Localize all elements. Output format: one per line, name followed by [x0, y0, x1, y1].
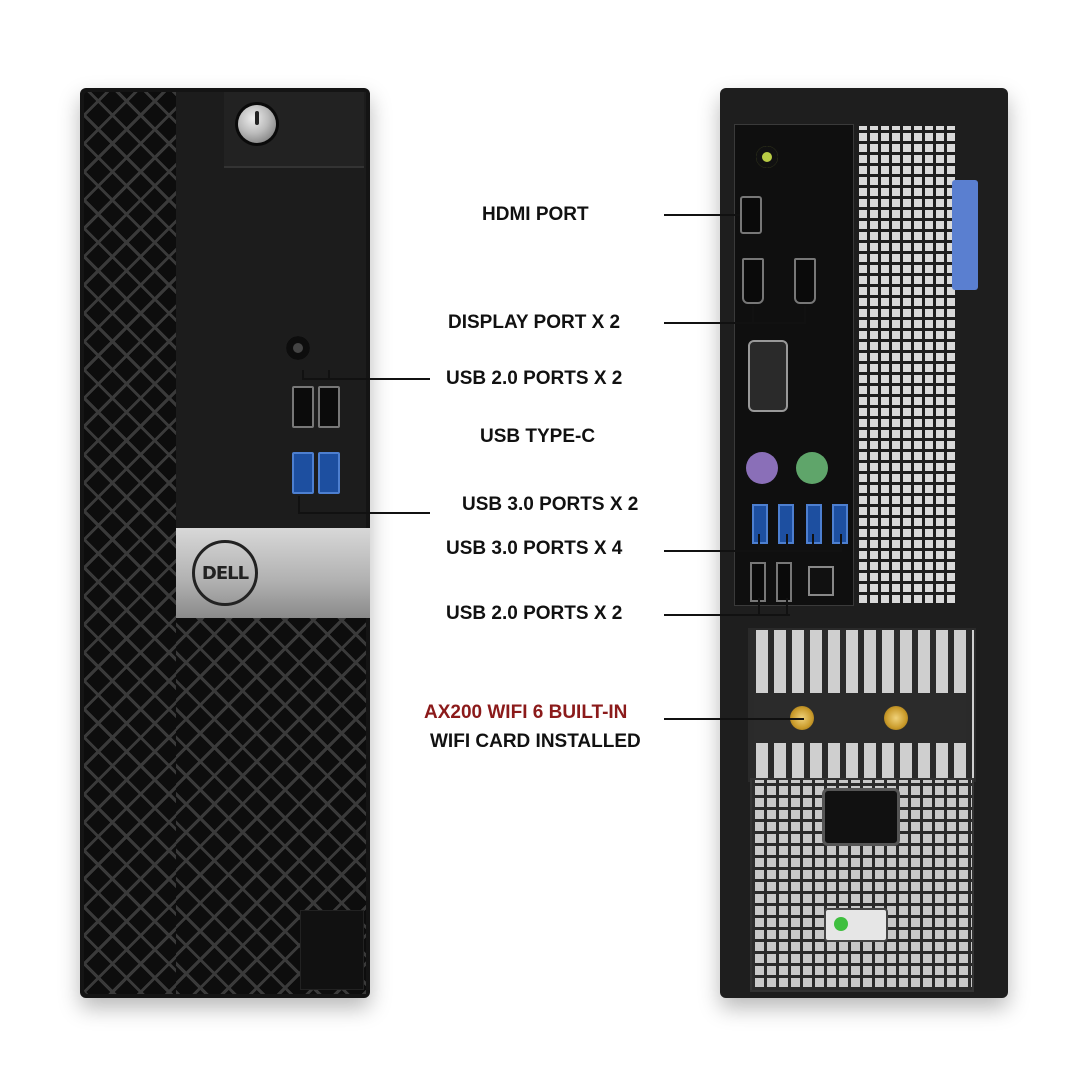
leader-line	[664, 614, 790, 616]
label-front-usb3: USB 3.0 PORTS X 2	[462, 494, 639, 515]
rear-tower-image	[720, 88, 1008, 998]
rear-vent-grille	[856, 126, 956, 606]
label-wifi-card-installed: WIFI CARD INSTALLED	[430, 731, 641, 752]
power-supply-unit	[750, 778, 974, 992]
dell-logo: DELL	[192, 540, 258, 606]
leader-line	[758, 598, 760, 616]
leader-line	[804, 306, 806, 324]
displayport	[742, 258, 764, 304]
label-front-usb2: USB 2.0 PORTS X 2	[446, 368, 623, 389]
label-rear-usb3: USB 3.0 PORTS X 4	[446, 538, 623, 559]
front-foot	[300, 910, 364, 990]
rear-usb3-port	[806, 504, 822, 544]
power-button	[238, 105, 276, 143]
front-audio-jack	[286, 336, 310, 360]
leader-line	[840, 534, 842, 552]
leader-line	[664, 550, 842, 552]
leader-line	[302, 378, 430, 380]
leader-line	[758, 534, 760, 552]
front-usb3-port	[318, 452, 340, 494]
leader-line	[328, 370, 330, 380]
ethernet-port	[808, 566, 834, 596]
power-socket	[822, 788, 900, 846]
rear-audio-jack	[756, 146, 778, 168]
leader-line	[302, 370, 304, 380]
label-usb-type-c: USB TYPE-C	[480, 426, 596, 447]
psu-status-led	[824, 908, 888, 942]
leader-line	[786, 598, 788, 616]
leader-line	[664, 214, 740, 216]
label-rear-usb2: USB 2.0 PORTS X 2	[446, 603, 623, 624]
front-usb3-port	[292, 452, 314, 494]
front-tower-image: DELL	[80, 88, 370, 998]
label-wifi-built-in: AX200 WIFI 6 BUILT-IN	[424, 702, 628, 723]
leader-line	[812, 534, 814, 552]
blue-release-tab	[952, 180, 978, 290]
rear-usb2-port	[776, 562, 792, 602]
rear-usb2-port	[750, 562, 766, 602]
leader-line	[752, 306, 754, 324]
leader-line	[298, 496, 300, 514]
ps2-keyboard-port	[746, 452, 778, 484]
leader-line	[664, 718, 804, 720]
hdmi-port	[740, 196, 762, 234]
label-hdmi-port: HDMI PORT	[482, 204, 589, 225]
label-display-port: DISPLAY PORT X 2	[448, 312, 621, 333]
displayport	[794, 258, 816, 304]
ps2-mouse-port	[796, 452, 828, 484]
rear-usb3-port	[752, 504, 768, 544]
leader-line	[786, 534, 788, 552]
front-usb2-port	[318, 386, 340, 428]
front-usb2-port	[292, 386, 314, 428]
serial-port	[748, 340, 788, 412]
leader-line	[298, 512, 430, 514]
wifi-antenna-connector	[884, 706, 908, 730]
leader-line	[664, 322, 806, 324]
